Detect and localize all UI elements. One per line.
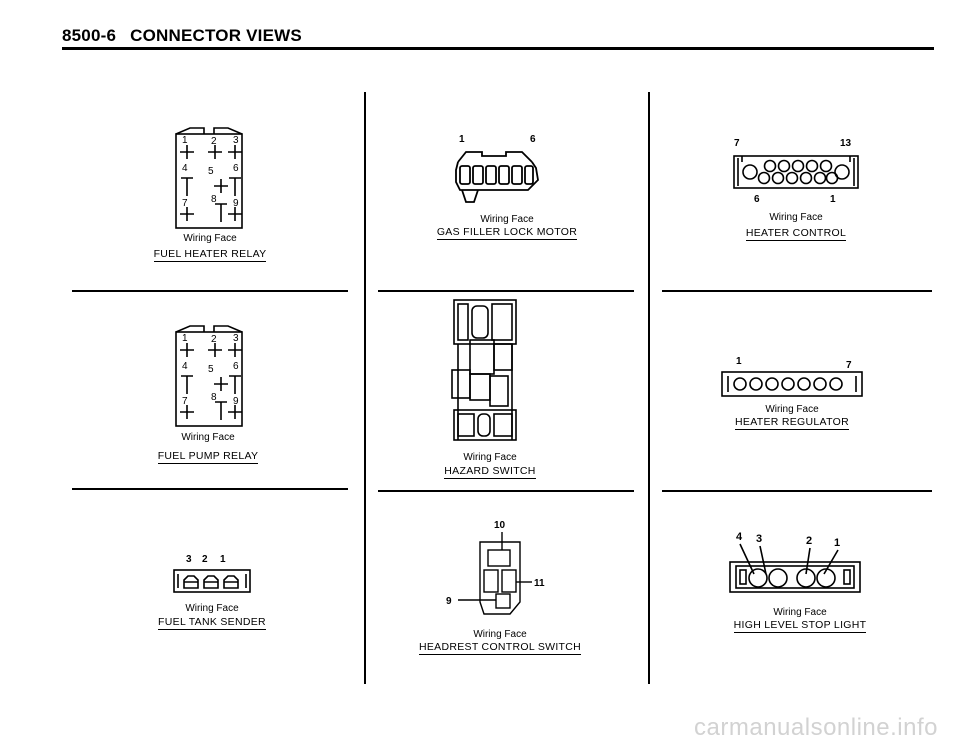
wiring-face-label: Wiring Face (769, 212, 823, 223)
connector-caption: Wiring Face HEADREST CONTROL SWITCH (400, 629, 600, 655)
pin-label: 1 (736, 356, 742, 367)
connector-name: HAZARD SWITCH (444, 465, 536, 479)
row-divider (378, 290, 634, 292)
pin-label: 4 (182, 361, 188, 372)
row-divider (662, 490, 932, 492)
column-divider-left (364, 92, 366, 684)
pin-label: 7 (182, 396, 188, 407)
pin-label: 10 (494, 520, 506, 531)
fuel-pump-relay-connector: 1 2 3 4 5 6 7 8 9 (175, 325, 243, 427)
row-divider (72, 488, 348, 490)
pin-label: 2 (211, 334, 217, 345)
pin-label: 5 (208, 166, 214, 177)
gas-filler-lock-motor-connector: 1 6 (455, 134, 539, 203)
pin-label: 3 (233, 333, 239, 344)
connector-caption: Wiring Face FUEL TANK SENDER (122, 603, 302, 630)
pin-label: 13 (840, 138, 852, 149)
wiring-face-label: Wiring Face (181, 432, 235, 443)
pin-label: 7 (182, 198, 188, 209)
pin-label: 2 (202, 554, 208, 565)
pin-label: 1 (834, 537, 840, 549)
pin-label: 5 (208, 364, 214, 375)
row-divider (378, 490, 634, 492)
heater-regulator-connector: 1 7 (721, 356, 863, 397)
connector-name: HIGH LEVEL STOP LIGHT (733, 619, 867, 633)
connector-caption: Wiring Face HIGH LEVEL STOP LIGHT (700, 607, 900, 633)
row-divider (662, 290, 932, 292)
connector-caption: Wiring Face GAS FILLER LOCK MOTOR (417, 214, 597, 240)
pin-label: 2 (211, 136, 217, 147)
pin-label: 6 (530, 134, 536, 145)
page-title: 8500-6 CONNECTOR VIEWS (62, 26, 302, 46)
connector-caption: Wiring Face FUEL PUMP RELAY (118, 432, 298, 464)
header-rule (62, 47, 934, 50)
pin-label: 6 (233, 361, 239, 372)
wiring-face-label: Wiring Face (473, 629, 527, 640)
connector-name: GAS FILLER LOCK MOTOR (436, 226, 578, 240)
connector-name: FUEL PUMP RELAY (157, 450, 259, 464)
pin-label: 1 (459, 134, 465, 145)
pin-label: 1 (220, 554, 226, 565)
connector-caption: Wiring Face FUEL HEATER RELAY (120, 233, 300, 262)
section-title: CONNECTOR VIEWS (130, 26, 302, 45)
headrest-control-switch-connector: 10 11 9 (446, 520, 545, 615)
heater-control-connector: 7 13 6 1 (733, 138, 859, 205)
pin-label: 9 (233, 396, 239, 407)
hazard-switch-connector (451, 299, 517, 441)
row-divider (72, 290, 348, 292)
pin-label: 9 (233, 198, 239, 209)
pin-label: 4 (736, 531, 743, 543)
connector-name: FUEL HEATER RELAY (153, 248, 267, 262)
watermark: carmanualsonline.info (694, 714, 938, 741)
pin-label: 8 (211, 194, 217, 205)
pin-label: 9 (446, 596, 452, 607)
pin-label: 3 (186, 554, 192, 565)
connector-name: HEATER CONTROL (745, 227, 847, 241)
wiring-face-label: Wiring Face (185, 603, 239, 614)
fuel-heater-relay-connector: 1 2 3 4 5 6 7 8 9 (175, 127, 243, 229)
pin-label: 8 (211, 392, 217, 403)
wiring-face-label: Wiring Face (765, 404, 819, 415)
pin-label: 3 (233, 135, 239, 146)
pin-label: 6 (754, 194, 760, 205)
wiring-face-label: Wiring Face (480, 214, 534, 225)
pin-label: 6 (233, 163, 239, 174)
pin-label: 1 (182, 333, 188, 344)
connector-name: HEATER REGULATOR (735, 416, 849, 430)
pin-label: 1 (830, 194, 836, 205)
pin-label: 4 (182, 163, 188, 174)
wiring-face-label: Wiring Face (183, 233, 237, 244)
connector-caption: Wiring Face HEATER REGULATOR (702, 404, 882, 430)
connector-caption: Wiring Face HEATER CONTROL (706, 212, 886, 241)
page-number: 8500-6 (62, 26, 117, 45)
connector-caption: Wiring Face HAZARD SWITCH (400, 452, 580, 479)
pin-label: 2 (806, 535, 812, 547)
pin-label: 1 (182, 135, 188, 146)
connector-name: HEADREST CONTROL SWITCH (418, 641, 582, 655)
pin-label: 3 (756, 533, 762, 545)
connector-name: FUEL TANK SENDER (158, 616, 266, 630)
pin-label: 11 (534, 578, 545, 589)
fuel-tank-sender-connector: 3 2 1 (173, 554, 251, 593)
pin-label: 7 (846, 360, 852, 371)
column-divider-right (648, 92, 650, 684)
wiring-face-label: Wiring Face (773, 607, 827, 618)
high-level-stop-light-connector: 4 3 2 1 (729, 531, 861, 593)
wiring-face-label: Wiring Face (463, 452, 517, 463)
pin-label: 7 (734, 138, 740, 149)
